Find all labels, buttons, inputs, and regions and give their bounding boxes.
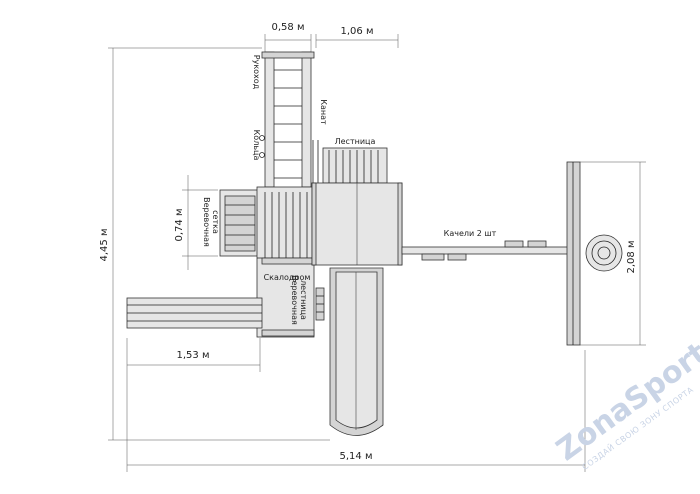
ladder xyxy=(322,147,388,184)
monkey-bars xyxy=(261,51,315,188)
ramp xyxy=(126,297,263,329)
swings-label: Качели 2 шт xyxy=(444,229,497,238)
ramp-length-label: 1,53 м xyxy=(177,350,210,361)
ladder-label: Лестница xyxy=(335,137,376,146)
dimension-net-width: 0,74 м xyxy=(174,175,218,270)
rope-label: Канат xyxy=(319,99,328,125)
rope-net-label-1: Веревочная xyxy=(202,197,211,247)
climbing-wall xyxy=(315,287,325,321)
rope-net-deck xyxy=(219,189,261,257)
swing-beam xyxy=(401,240,575,261)
rungs-width-label: 0,58 м xyxy=(272,22,305,33)
swing-width-label: 2,08 м xyxy=(626,241,637,274)
dimension-ramp-length: 1,53 м xyxy=(126,338,261,372)
dimension-swing-width: 2,08 м xyxy=(580,161,646,346)
rope-ladder-label-1: Веревочная xyxy=(290,275,299,325)
total-depth-label: 4,45 м xyxy=(99,229,110,262)
rings xyxy=(259,135,265,158)
dimension-total-depth: 4,45 м xyxy=(99,47,330,441)
climbing-wall-label: Скалодром xyxy=(264,273,311,282)
rope-ladder-label-2: лестница xyxy=(299,280,308,320)
tire-swing xyxy=(585,234,623,272)
main-tower xyxy=(256,186,315,338)
rope xyxy=(312,140,319,183)
roof-platform xyxy=(311,182,403,266)
rope-net-label-2: сетка xyxy=(211,210,220,234)
swing-a-frame xyxy=(566,161,581,346)
deck-width-label: 1,06 м xyxy=(341,26,374,37)
total-length-label: 5,14 м xyxy=(340,451,373,462)
net-width-label: 0,74 м xyxy=(174,209,185,242)
rings-label: Кольца xyxy=(252,130,261,161)
slide xyxy=(329,267,384,436)
dimension-deck-width: 1,06 м xyxy=(315,26,399,48)
monkey-bars-label: Рукоход xyxy=(252,55,261,90)
dimension-total-length: 5,14 м xyxy=(126,350,586,472)
